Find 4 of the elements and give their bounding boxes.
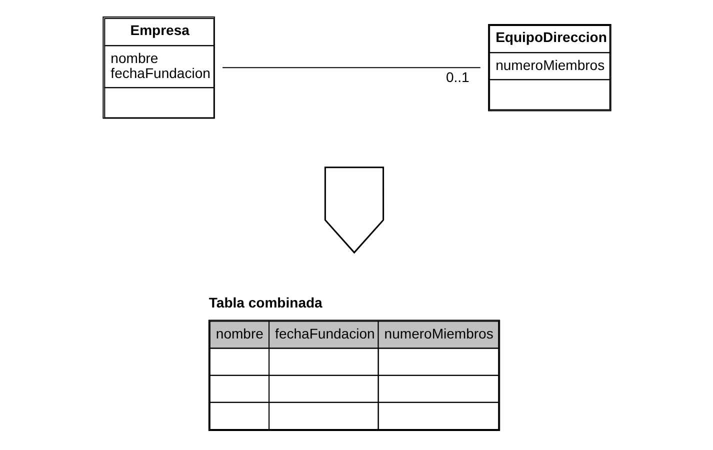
connector	[222, 66, 480, 68]
node-label: Tabla combinada	[208, 294, 322, 310]
node-arrow	[324, 166, 384, 254]
edge-label: 0..1	[445, 68, 469, 84]
